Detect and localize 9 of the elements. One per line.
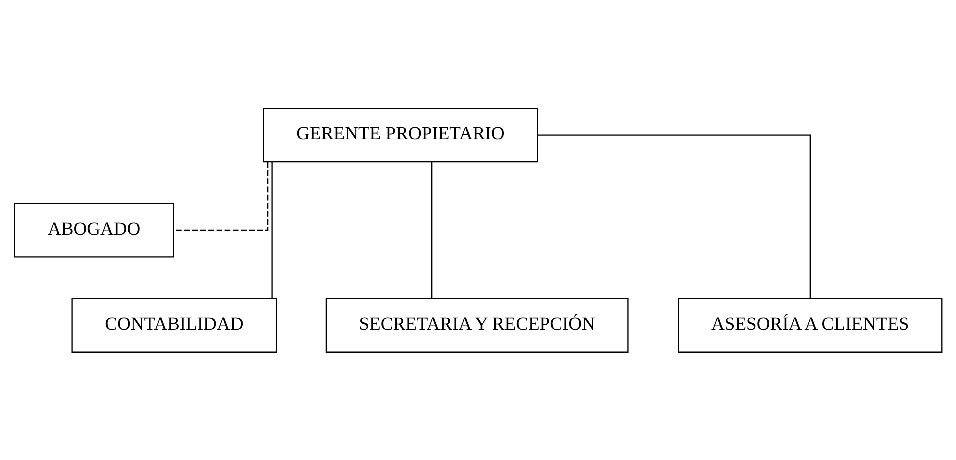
node-box: SECRETARIA Y RECEPCIÓN bbox=[325, 298, 628, 352]
connector bbox=[431, 162, 432, 298]
node-box: GERENTE PROPIETARIO bbox=[262, 108, 538, 162]
node-box: ABOGADO bbox=[14, 202, 174, 258]
connector bbox=[537, 134, 810, 298]
node-box: ASESORÍA A CLIENTES bbox=[678, 298, 942, 352]
connector bbox=[271, 162, 272, 298]
node-box: CONTABILIDAD bbox=[71, 298, 277, 352]
connector bbox=[174, 162, 268, 231]
